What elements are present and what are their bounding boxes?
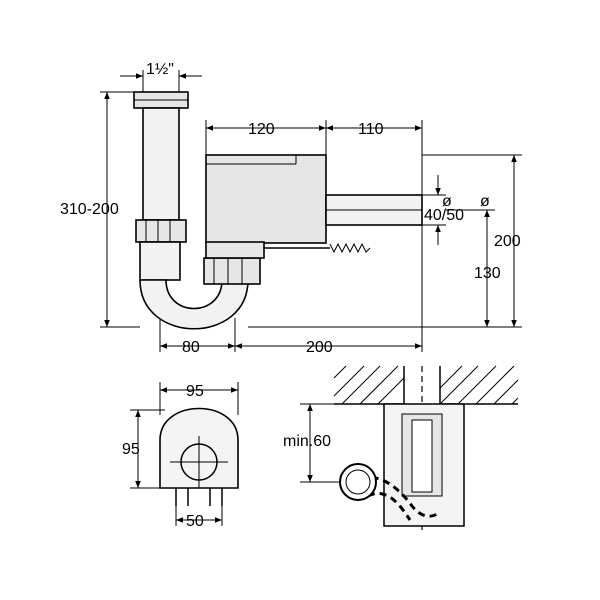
dim-bolt-spacing: 50: [186, 513, 204, 530]
front-view: 95 95 50: [122, 382, 239, 530]
installation-detail: min.60: [283, 365, 519, 530]
dim-min-clearance: min.60: [283, 433, 331, 450]
side-view: 1½" 310-200 120 110 40/50 ø ø 200 130: [60, 61, 522, 356]
dim-length-200: 200: [306, 339, 333, 356]
vertical-tailpiece: [142, 107, 180, 221]
dim-body-width: 95: [186, 383, 204, 400]
ceiling-hatch: [333, 365, 519, 405]
dim-offset-80: 80: [182, 339, 200, 356]
slip-nut: [135, 219, 187, 243]
diameter-symbol-a: ø: [442, 193, 452, 210]
union-nut: [203, 257, 261, 285]
dim-overall-height: 200: [494, 233, 521, 250]
diameter-symbol-b: ø: [480, 193, 490, 210]
wall-box: [205, 154, 327, 244]
dim-outlet-height: 130: [474, 265, 501, 282]
dim-outlet-diameter: 40/50: [424, 207, 464, 224]
dim-extension-length: 110: [358, 121, 384, 138]
fixing-screw: [264, 242, 371, 254]
dim-box-width: 120: [248, 121, 275, 138]
u-bend: [139, 279, 249, 330]
siphon-bend-hidden: [359, 476, 441, 518]
dim-height-range: 310-200: [60, 201, 119, 218]
side-outlet: [339, 463, 377, 501]
dim-pipe-diameter: 1½": [146, 61, 174, 78]
dim-body-height: 95: [122, 441, 140, 458]
